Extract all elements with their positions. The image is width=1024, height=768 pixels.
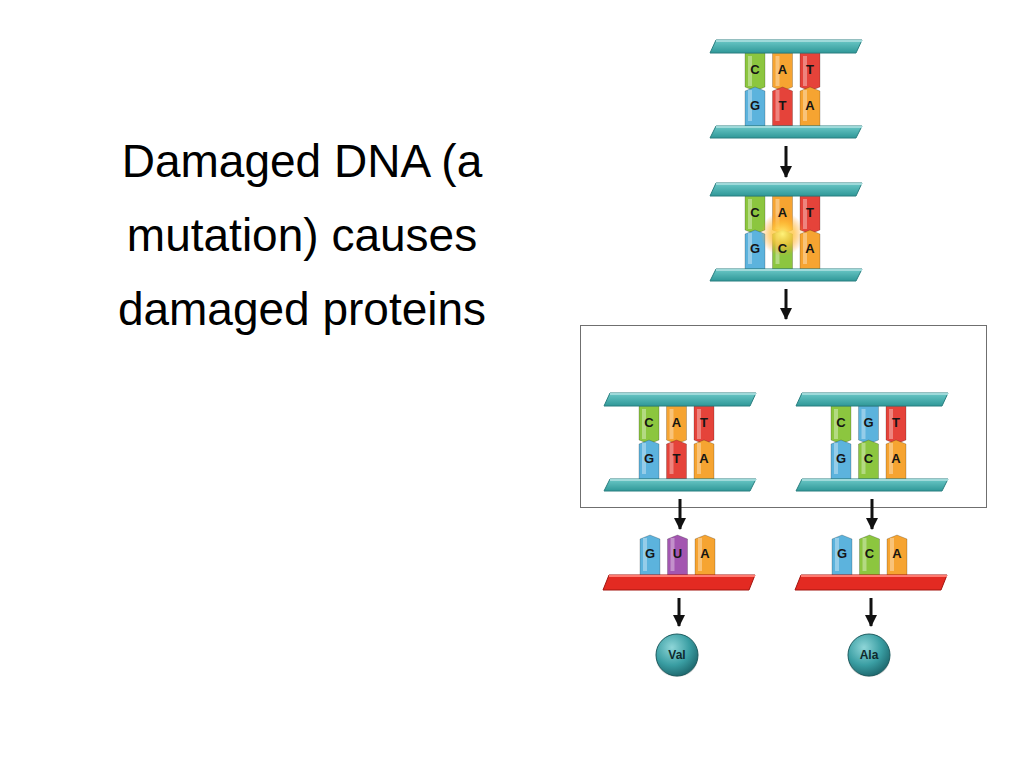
base-letter: A xyxy=(800,98,820,114)
node-shape xyxy=(710,183,862,281)
base-letter: G xyxy=(745,98,765,114)
node-shape xyxy=(796,393,948,491)
nucleotide-base xyxy=(800,87,820,126)
base-letter: G xyxy=(639,451,659,467)
node-shape xyxy=(603,535,755,590)
base-letter: T xyxy=(773,98,793,114)
nucleotide-base xyxy=(887,535,907,576)
nucleotide-base xyxy=(745,87,765,126)
amino-acid: Ala xyxy=(846,632,892,678)
nucleotide-base xyxy=(745,53,765,91)
backbone-bar xyxy=(604,393,756,406)
flow-arrow xyxy=(679,499,682,529)
mrna-backbone xyxy=(603,575,755,590)
node-shape xyxy=(795,535,947,590)
nucleotide-base xyxy=(831,406,851,444)
base-letter: T xyxy=(800,62,820,78)
backbone-bar xyxy=(796,479,948,491)
slide-title: Damaged DNA (a mutation) causes damaged … xyxy=(62,124,542,346)
nucleotide-base xyxy=(667,440,687,479)
flow-arrow xyxy=(871,499,874,529)
nucleotide-base xyxy=(773,87,793,126)
base-letter: C xyxy=(745,62,765,78)
dna-segment: CATGTA xyxy=(604,393,756,491)
base-letter: C xyxy=(773,241,793,257)
nucleotide-base xyxy=(800,53,820,91)
base-letter: C xyxy=(831,415,851,431)
base-letter: G xyxy=(831,451,851,467)
nucleotide-base xyxy=(694,440,714,479)
base-letter: U xyxy=(668,546,688,562)
nucleotide-base xyxy=(859,440,879,479)
amino-acid: Val xyxy=(654,632,700,678)
dna-segment: CATGTA xyxy=(710,40,862,138)
nucleotide-base xyxy=(860,535,880,576)
base-letter: A xyxy=(887,546,907,562)
base-letter: C xyxy=(859,451,879,467)
dna-segment: CGTGCA xyxy=(796,393,948,491)
backbone-bar xyxy=(710,40,862,53)
flow-arrow xyxy=(785,146,788,177)
node-shape xyxy=(604,393,756,491)
base-letter: A xyxy=(773,205,793,221)
backbone-bar xyxy=(604,479,756,491)
base-letter: C xyxy=(745,205,765,221)
node-shape xyxy=(710,40,862,138)
mrna-codon: GCA xyxy=(795,535,947,590)
base-letter: A xyxy=(773,62,793,78)
nucleotide-base xyxy=(773,53,793,91)
amino-acid-label: Ala xyxy=(846,632,892,678)
nucleotide-base xyxy=(695,535,715,576)
base-letter: C xyxy=(639,415,659,431)
nucleotide-base xyxy=(668,535,688,576)
nucleotide-base xyxy=(886,440,906,479)
mrna-codon: GUA xyxy=(603,535,755,590)
nucleotide-base xyxy=(640,535,660,576)
flow-arrow xyxy=(785,289,788,319)
base-letter: A xyxy=(667,415,687,431)
base-letter: T xyxy=(800,205,820,221)
nucleotide-base xyxy=(667,406,687,444)
base-letter: G xyxy=(832,546,852,562)
mrna-backbone xyxy=(795,575,947,590)
base-letter: A xyxy=(694,451,714,467)
nucleotide-base xyxy=(832,535,852,576)
backbone-bar xyxy=(710,269,862,281)
flow-arrow xyxy=(678,598,681,626)
nucleotide-base xyxy=(859,406,879,444)
nucleotide-base xyxy=(639,440,659,479)
base-letter: G xyxy=(745,241,765,257)
amino-acid-label: Val xyxy=(654,632,700,678)
nucleotide-base xyxy=(831,440,851,479)
base-letter: G xyxy=(640,546,660,562)
base-letter: T xyxy=(694,415,714,431)
nucleotide-base xyxy=(886,406,906,444)
group-box: CATGTACGTGCA xyxy=(580,325,987,508)
backbone-bar xyxy=(710,183,862,196)
base-letter: T xyxy=(886,415,906,431)
base-letter: A xyxy=(695,546,715,562)
flow-arrow xyxy=(870,598,873,626)
base-letter: T xyxy=(667,451,687,467)
base-letter: A xyxy=(886,451,906,467)
backbone-bar xyxy=(710,126,862,138)
nucleotide-base xyxy=(639,406,659,444)
nucleotide-base xyxy=(694,406,714,444)
dna-segment: CATGCA xyxy=(710,183,862,281)
base-letter: G xyxy=(859,415,879,431)
backbone-bar xyxy=(796,393,948,406)
base-letter: C xyxy=(860,546,880,562)
base-letter: A xyxy=(800,241,820,257)
